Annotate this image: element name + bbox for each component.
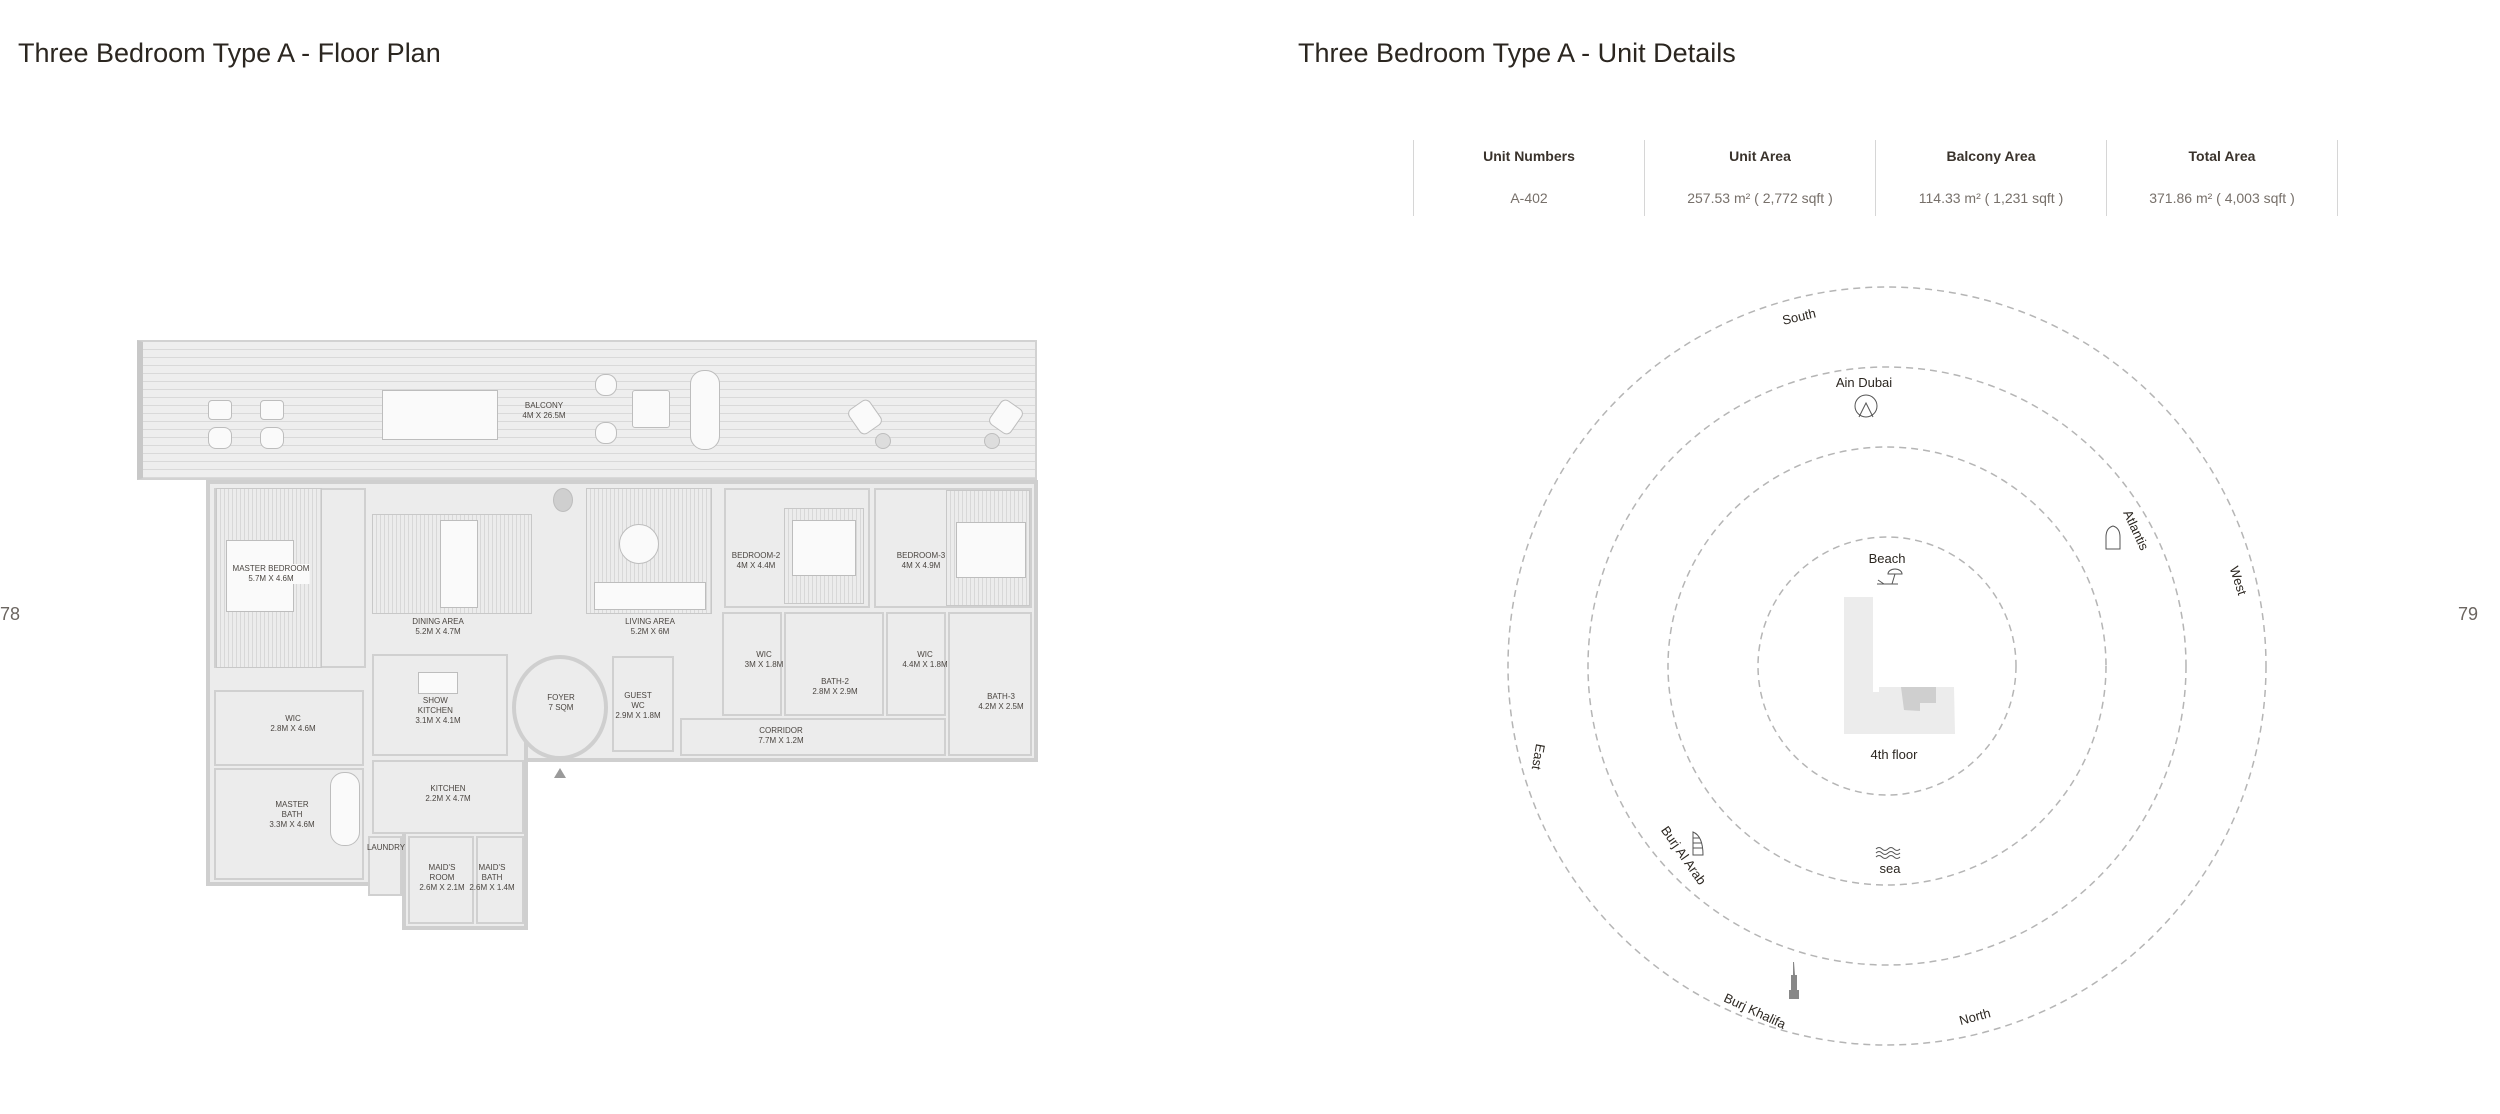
direction-south: South [1781,305,1817,327]
landmark-sea: sea [1880,861,1902,876]
room-corridor [680,718,946,756]
room-label: Foyer7 SQM [547,693,575,712]
waves-icon [1875,847,1901,859]
atlantis-icon [2105,525,2121,550]
room-kitchen [372,760,524,834]
room-label: Dining Area5.2M x 4.7M [412,617,464,636]
landmark-ain-dubai: Ain Dubai [1836,375,1892,390]
column-total-area: Total Area 371.86 m² ( 4,003 sqft ) [2106,140,2338,216]
column-balcony-area: Balcony Area 114.33 m² ( 1,231 sqft ) [1875,140,2106,216]
plant [553,488,573,512]
balcony-coffee-table [632,390,670,428]
room-wic-3 [886,612,946,716]
burj-khalifa-icon [1789,962,1799,999]
ring-third [1587,366,2187,966]
dining-table [440,520,478,608]
room-foyer [512,655,608,760]
header-balcony-area: Balcony Area [1946,148,2036,164]
bed-3 [956,522,1026,578]
balcony-area [137,340,1037,480]
balcony-chair [260,400,284,420]
ring-second [1667,446,2107,886]
page-number-right: 79 [2458,604,2479,624]
value-unit-area: 257.53 m² ( 2,772 sqft ) [1687,190,1833,206]
bathtub [330,772,360,846]
room-label: Master Bath3.3M x 4.6M [269,800,315,829]
kitchen-island [418,672,458,694]
column-unit-numbers: Unit Numbers A-402 [1413,140,1644,216]
beach-umbrella-icon [1877,568,1903,585]
room-wic-2 [722,612,782,716]
ring-inner [1757,536,2017,796]
header-unit-numbers: Unit Numbers [1483,148,1575,164]
room-label: Bedroom-24M x 4.4M [731,551,781,570]
balcony-sofa [690,370,720,450]
balcony-chair [595,374,617,396]
direction-east: East [1529,743,1548,772]
room-label: Living Area5.2M x 6M [625,617,675,636]
entrance-arrow-icon [554,768,566,778]
coffee-table [619,524,659,564]
room-label: Laundry [366,843,406,852]
balcony-dining-table [382,390,498,440]
burj-al-arab-icon [1692,831,1704,856]
room-label: Bath-34.2M x 2.5M [978,692,1024,711]
room-label: Bath-22.8M x 2.9M [812,677,858,696]
side-table [984,433,1000,449]
room-label: Corridor7.7M x 1.2M [758,726,804,745]
landmark-burj-khalifa: Burj Khalifa [1722,990,1789,1032]
side-table [875,433,891,449]
room-label: Maid's Bath2.6M x 1.4M [469,863,515,892]
room-maids-room [408,836,474,924]
header-unit-area: Unit Area [1729,148,1791,164]
room-label: Master Bedroom5.7M x 4.6M [232,564,310,584]
value-balcony-area: 114.33 m² ( 1,231 sqft ) [1918,190,2064,206]
balcony-chair [595,422,617,444]
building-footprint [1844,597,1955,734]
landmark-beach: Beach [1869,551,1906,566]
bed-2 [792,520,856,576]
room-laundry [368,836,402,896]
landmark-atlantis: Atlantis [2120,508,2152,553]
room-label: Show Kitchen3.1M x 4.1M [415,696,461,725]
unit-details-table: Unit Numbers A-402 Unit Area 257.53 m² (… [1413,140,2338,216]
ferris-wheel-icon [1854,394,1878,418]
room-bath-3 [948,612,1032,756]
balcony-chair [260,427,284,449]
floor-plan-title: Three Bedroom Type A - Floor Plan [18,38,441,68]
direction-west: West [2227,564,2250,597]
room-maids-bath [476,836,524,924]
value-unit-numbers: A-402 [1510,190,1548,206]
room-wic-master [214,690,364,766]
floor-label: 4th floor [1871,747,1919,762]
room-label: Guest WC2.9M x 1.8M [615,691,661,720]
value-total-area: 371.86 m² ( 4,003 sqft ) [2149,190,2295,206]
room-label: Bedroom-34M x 4.9M [896,551,946,570]
unit-details-title: Three Bedroom Type A - Unit Details [1298,38,1736,68]
room-guest-wc [612,656,674,752]
room-bath-2 [784,612,884,716]
page-number-left: 78 [0,604,21,624]
balcony-chair [208,400,232,420]
direction-north: North [1958,1005,1993,1028]
column-unit-area: Unit Area 257.53 m² ( 2,772 sqft ) [1644,140,1875,216]
sofa [594,582,706,610]
balcony-chair [208,427,232,449]
unit-location [1901,687,1936,711]
ring-outer [1507,286,2267,1046]
room-label: Kitchen2.2M x 4.7M [425,784,471,803]
room-label: Balcony4M x 26.5M [522,401,566,420]
header-total-area: Total Area [2188,148,2256,164]
room-label: Maid's Room2.6M x 2.1M [419,863,465,892]
room-show-kitchen [372,654,508,756]
